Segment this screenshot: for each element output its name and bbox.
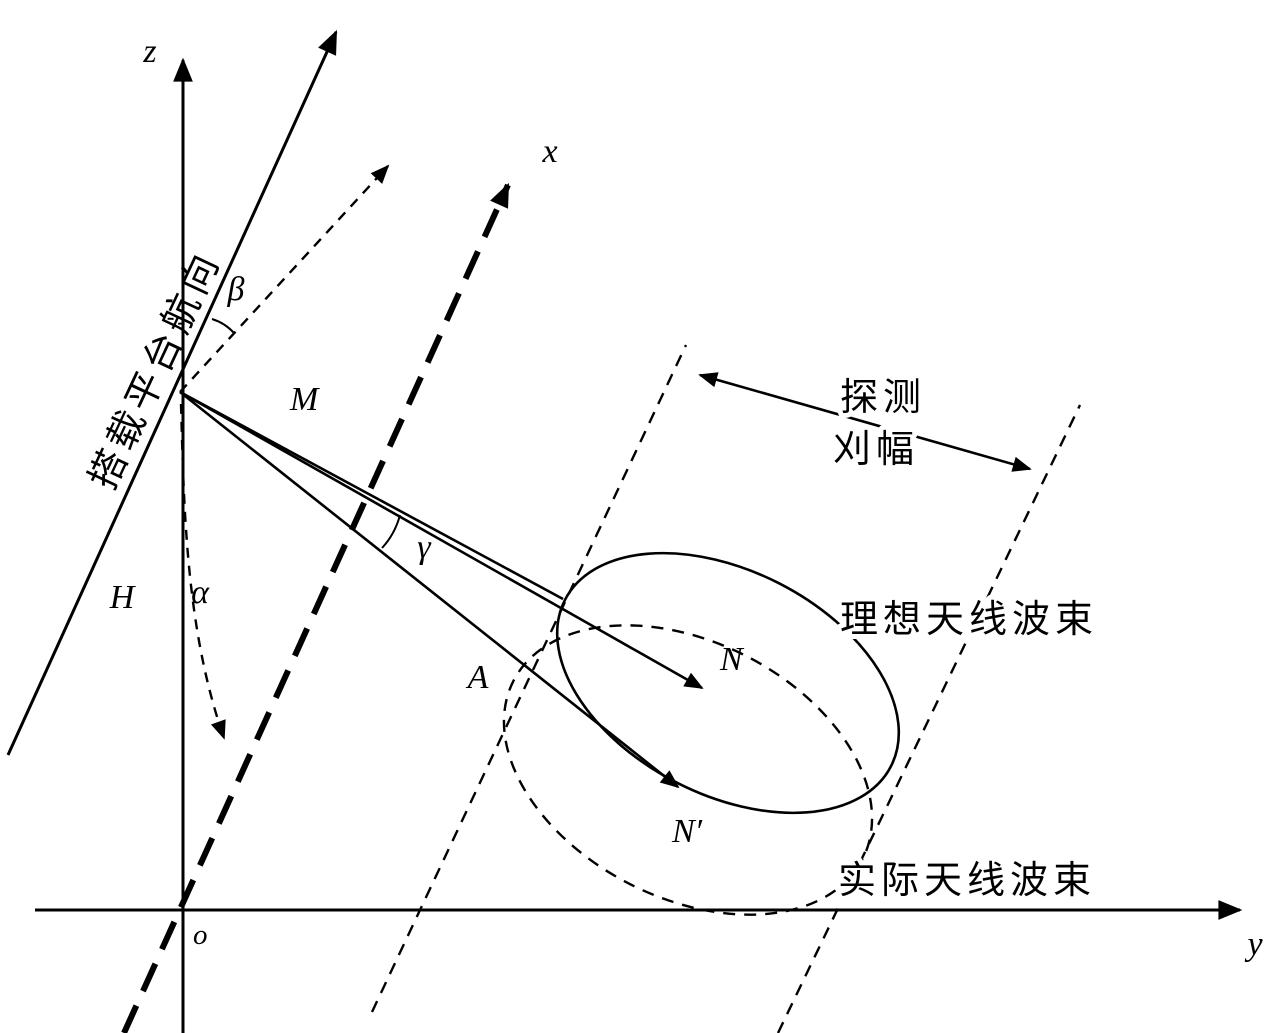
m-point-label: M bbox=[289, 381, 320, 418]
ideal-beam-ellipse bbox=[555, 551, 901, 815]
x-axis-label: x bbox=[541, 133, 557, 170]
y-axis-label: y bbox=[1244, 926, 1263, 963]
beta-label: β bbox=[227, 271, 245, 308]
platform-heading-label: 搭载平台航向 bbox=[80, 243, 229, 495]
height-label: H bbox=[109, 579, 137, 616]
gamma-label: γ bbox=[417, 529, 432, 566]
swath-double-arrow bbox=[698, 372, 1032, 472]
platform-heading-line bbox=[6, 29, 338, 756]
gamma-arc bbox=[381, 514, 401, 549]
ideal-beam-axis-arrow bbox=[179, 390, 704, 690]
swath-label-line2: 刈幅 bbox=[833, 427, 919, 471]
x-axis bbox=[121, 182, 511, 1033]
alpha-label: α bbox=[191, 574, 210, 611]
beam-upper-edge-line bbox=[179, 390, 564, 601]
origin-label: o bbox=[193, 919, 208, 951]
actual-beam-label: 实际天线波束 bbox=[838, 858, 1096, 902]
ideal-beam-label: 理想天线波束 bbox=[840, 597, 1098, 641]
n-prime-point-label: N′ bbox=[671, 813, 703, 850]
swath-label-line1: 探测 bbox=[840, 375, 926, 419]
alpha-nadir-dashed-curve bbox=[179, 403, 226, 740]
swath-line-right bbox=[776, 404, 1082, 1033]
z-axis-label: z bbox=[142, 33, 156, 70]
a-point-label: A bbox=[466, 659, 489, 696]
swath-line-left bbox=[370, 344, 688, 1013]
beta-arc bbox=[211, 318, 235, 334]
heading-offset-dashed-arrow bbox=[179, 164, 390, 393]
